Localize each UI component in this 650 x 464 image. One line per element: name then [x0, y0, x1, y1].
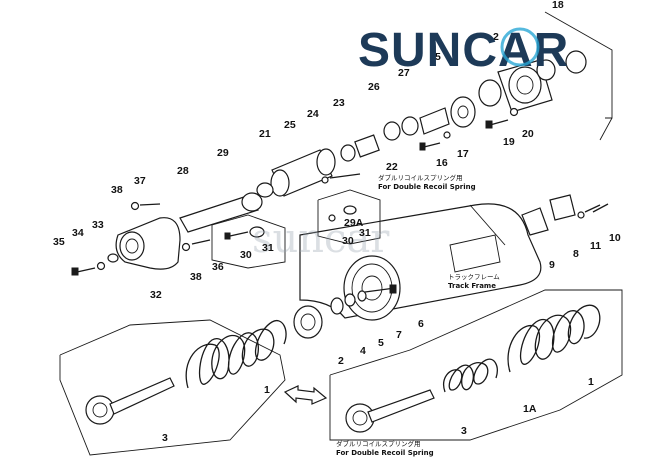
callout-11: 11: [590, 240, 601, 252]
note-frame-jp: トラックフレーム: [448, 273, 500, 281]
rod-28: [179, 192, 263, 233]
callout-36: 36: [212, 261, 224, 273]
spring-1-right: [507, 304, 601, 373]
idler-flange-2: [478, 50, 587, 113]
callout-9: 9: [549, 259, 555, 271]
callout-25: 25: [284, 119, 296, 131]
idler-shaft-3-left: [85, 377, 175, 425]
spring-1A: [443, 358, 498, 393]
callout-28: 28: [177, 165, 189, 177]
callout-29: 29: [217, 147, 229, 159]
callout-26: 26: [368, 81, 380, 93]
callout-1: 1: [264, 384, 270, 396]
callout-4: 4: [360, 345, 366, 357]
idler-yoke-32: [115, 217, 181, 270]
callout-10: 10: [609, 232, 621, 244]
callout-30a: 30: [240, 249, 252, 261]
note-top-en: For Double Recoil Spring: [378, 183, 476, 191]
note-frame-en: Track Frame: [448, 282, 496, 290]
callout-19: 19: [503, 136, 515, 148]
callout-38b: 38: [190, 271, 202, 283]
callout-35: 35: [53, 236, 65, 248]
callout-16: 16: [436, 157, 448, 169]
note-bottom-en: For Double Recoil Spring: [336, 449, 434, 457]
upper-assembly-frame: [544, 11, 613, 141]
callout-32: 32: [150, 289, 162, 301]
callout-5: 5: [435, 51, 441, 63]
callout-20: 20: [522, 128, 534, 140]
cylinder-21: [256, 148, 336, 198]
box-30-31-left: [211, 214, 286, 269]
callout-27: 27: [398, 67, 410, 79]
note-bottom-jp: ダブルリコイルスプリング用: [336, 439, 421, 448]
callout-21: 21: [259, 128, 271, 140]
callout-1A: 1A: [523, 403, 537, 415]
callout-17: 17: [457, 148, 469, 160]
callout-7: 7: [396, 329, 402, 341]
bolts-upper: [71, 107, 519, 276]
watermark-text: suncar: [252, 216, 390, 262]
double-arrow: [283, 385, 328, 405]
callout-2b: 2: [338, 355, 344, 367]
box-30-31-right: [317, 189, 381, 245]
callout-3b: 3: [461, 425, 467, 437]
callout-31b: 31: [359, 227, 371, 239]
logo-ring-icon: [500, 27, 540, 67]
callout-2: 2: [493, 31, 499, 43]
callout-5b: 5: [378, 337, 384, 349]
note-top-jp: ダブルリコイルスプリング用: [378, 173, 463, 182]
callout-38: 38: [111, 184, 123, 196]
callout-18: 18: [552, 0, 564, 11]
callout-31a: 31: [262, 242, 274, 254]
callout-8: 8: [573, 248, 579, 260]
callout-24: 24: [307, 108, 319, 120]
callout-6: 6: [418, 318, 424, 330]
callout-33: 33: [92, 219, 104, 231]
lower-right-frame: [329, 289, 623, 441]
mid-parts-4-7: [330, 284, 397, 315]
spring-1-left: [185, 320, 287, 389]
callout-labels: 18 2 5 27 26 23 24 25 21 20 19 17 16 22 …: [53, 0, 621, 444]
callout-34: 34: [72, 227, 84, 239]
callout-1b: 1: [588, 376, 594, 388]
callout-3: 3: [162, 432, 168, 444]
seal-parts-23-27: [340, 96, 476, 162]
callout-30b: 30: [342, 235, 354, 247]
track-frame: [299, 203, 542, 321]
bushing-2: [293, 305, 323, 339]
callout-22: 22: [386, 161, 398, 173]
callout-29A: 29A: [344, 217, 364, 229]
plate-8: [521, 194, 609, 236]
idler-shaft-3-right: [345, 389, 435, 433]
suncar-logo: SUNCAR: [358, 24, 568, 77]
callout-37: 37: [134, 175, 146, 187]
callout-23: 23: [333, 97, 345, 109]
lower-left-frame: [59, 319, 286, 456]
